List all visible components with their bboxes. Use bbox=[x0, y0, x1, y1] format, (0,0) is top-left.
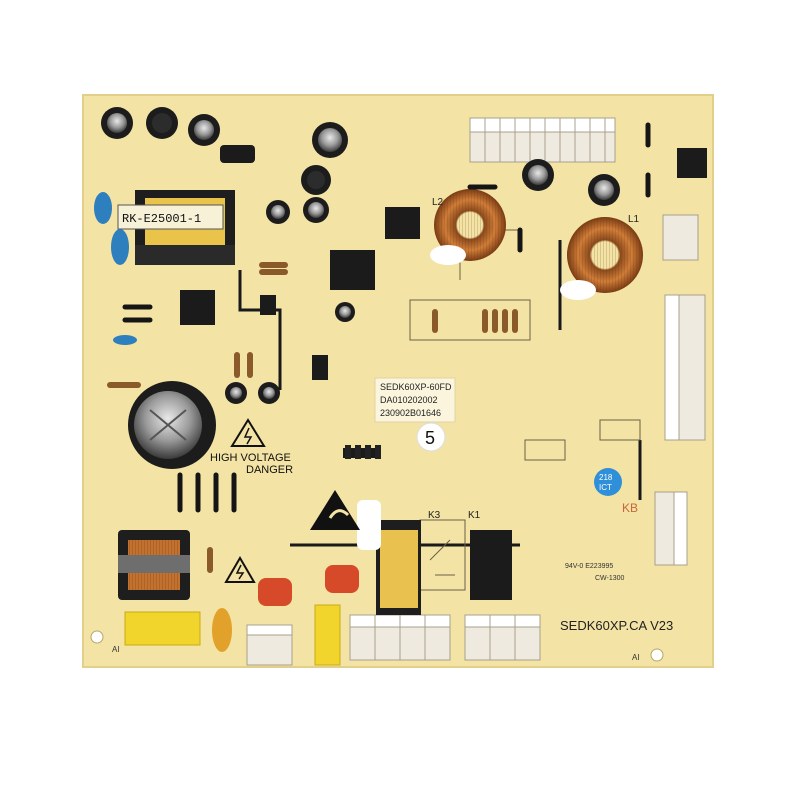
esd-warning-icon bbox=[310, 490, 360, 530]
number-sticker: 5 bbox=[416, 422, 446, 452]
relay-k3: K3 K1 bbox=[357, 500, 481, 615]
diodes bbox=[122, 122, 651, 513]
right-connector-small bbox=[662, 214, 699, 261]
right-connector-bottom bbox=[654, 491, 688, 566]
corner-mark-right: AI bbox=[632, 653, 640, 662]
model-text: SEDK60XP.CA V23 bbox=[560, 618, 673, 633]
transformer: RK-E25001-1 bbox=[117, 190, 235, 265]
bottom-connector-2 bbox=[349, 614, 451, 661]
corner-mark-left: AI bbox=[112, 645, 120, 654]
main-capacitor bbox=[128, 381, 216, 469]
silkscreen-kb: KB bbox=[622, 501, 638, 515]
ref-l2: L2 bbox=[432, 197, 444, 208]
common-mode-choke bbox=[118, 530, 190, 600]
ref-k1: K1 bbox=[468, 510, 481, 521]
high-voltage-icon bbox=[230, 418, 266, 447]
top-connector bbox=[469, 117, 616, 163]
number-sticker-text: 5 bbox=[425, 428, 435, 448]
qc-sticker-line-1: 218 bbox=[599, 473, 613, 482]
qc-sticker-line-2: ICT bbox=[599, 483, 612, 492]
pin-header bbox=[345, 445, 381, 459]
x-capacitors bbox=[124, 604, 341, 666]
qc-sticker: 218 ICT bbox=[594, 468, 622, 496]
inductor-l2: L2 bbox=[430, 189, 506, 265]
ref-k3: K3 bbox=[428, 510, 441, 521]
part-line-2: DA010202002 bbox=[380, 395, 438, 405]
warning-line-2: DANGER bbox=[246, 464, 293, 476]
rating-text: 94V-0 E223995 bbox=[565, 563, 613, 570]
high-voltage-icon bbox=[224, 556, 256, 583]
part-line-3: 230902B01646 bbox=[380, 408, 441, 418]
part-number-sticker: SEDK60XP-60FD DA010202002 230902B01646 bbox=[374, 377, 456, 423]
transformer-label: RK-E25001-1 bbox=[122, 212, 201, 226]
right-connector-large bbox=[664, 294, 706, 441]
part-line-1: SEDK60XP-60FD bbox=[380, 382, 452, 392]
mounting-hole bbox=[650, 648, 664, 662]
bottom-connector-3 bbox=[464, 614, 541, 661]
inductor-l1: L1 bbox=[560, 214, 643, 300]
rating-text-2: CW-1300 bbox=[595, 575, 625, 582]
mounting-hole bbox=[90, 630, 104, 644]
electrolytic-capacitors bbox=[101, 107, 620, 404]
warning-line-1: HIGH VOLTAGE bbox=[210, 452, 291, 464]
fuses bbox=[258, 565, 359, 606]
resistors bbox=[107, 262, 518, 573]
y-capacitors bbox=[94, 192, 137, 345]
bottom-connector-1 bbox=[246, 624, 293, 666]
ref-l1: L1 bbox=[628, 214, 640, 225]
